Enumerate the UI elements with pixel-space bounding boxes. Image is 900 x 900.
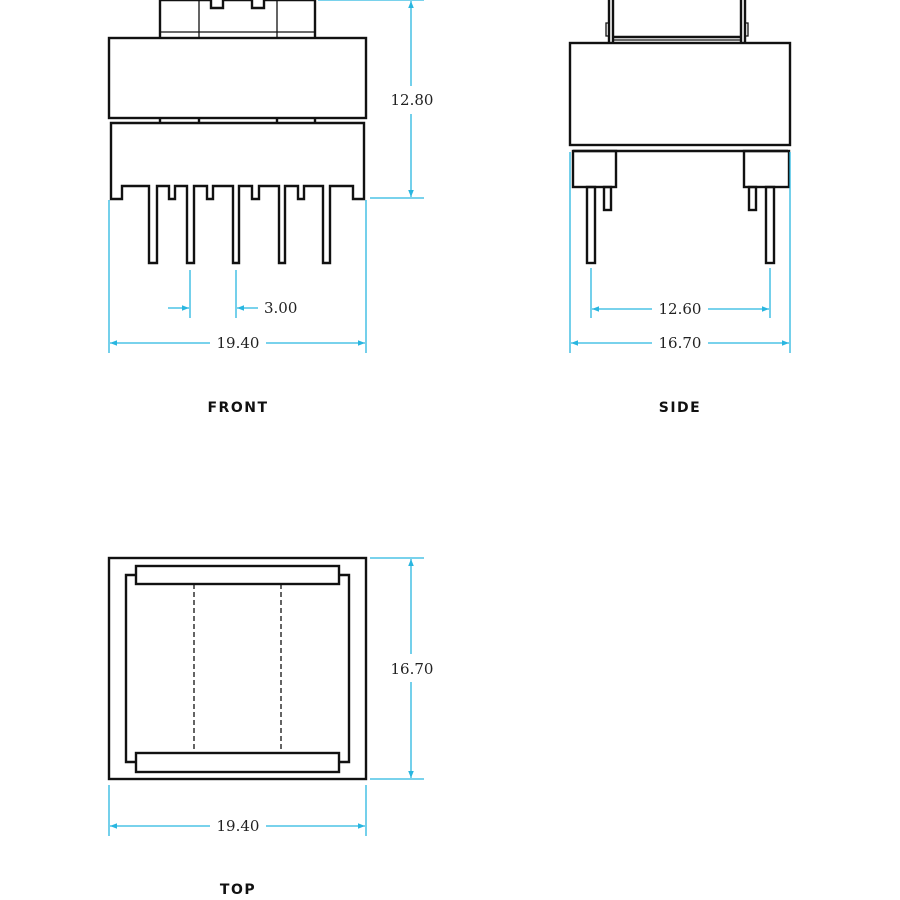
side-pin-right-short xyxy=(747,185,758,212)
front-gap-lines xyxy=(158,118,317,123)
side-pin-left-short xyxy=(602,185,613,212)
side-bobbin-tabs xyxy=(605,22,749,41)
side-width-value: 16.70 xyxy=(659,334,702,352)
front-view: 12.80 3.00 19.40 FRONT xyxy=(107,0,434,416)
side-pin-left-long xyxy=(585,185,597,265)
top-outer-core xyxy=(107,556,368,781)
side-width-extension-lines xyxy=(569,152,791,353)
top-view: 16.70 19.40 TOP xyxy=(107,556,434,898)
top-view-label: TOP xyxy=(220,882,256,898)
front-core xyxy=(107,36,368,120)
side-bobbin-frame xyxy=(607,0,747,43)
top-width-value: 19.40 xyxy=(217,817,260,835)
front-height-extension-lines xyxy=(318,0,424,199)
side-pin-span-extension-lines xyxy=(590,268,771,318)
top-depth-value: 16.70 xyxy=(391,660,434,678)
front-width-value: 19.40 xyxy=(217,334,260,352)
side-view: 12.60 16.70 SIDE xyxy=(568,0,792,416)
side-core xyxy=(568,41,792,147)
side-base-left xyxy=(571,149,618,189)
top-depth-extension-lines xyxy=(370,557,424,780)
top-width-extension-lines xyxy=(108,785,367,836)
front-pitch-extension-lines xyxy=(189,270,237,318)
front-height-value: 12.80 xyxy=(391,91,434,109)
front-base-with-pins xyxy=(109,121,366,265)
front-view-label: FRONT xyxy=(207,400,268,416)
top-inner-frame xyxy=(124,573,351,764)
side-view-label: SIDE xyxy=(659,400,701,416)
side-pin-span-value: 12.60 xyxy=(659,300,702,318)
side-base-right xyxy=(742,149,791,189)
front-pitch-value: 3.00 xyxy=(264,299,297,317)
side-pin-right-long xyxy=(764,185,776,265)
top-hidden-lines xyxy=(193,584,282,753)
front-width-extension-lines xyxy=(108,200,367,353)
top-bar-lower xyxy=(134,751,341,774)
top-bar-upper xyxy=(134,564,341,586)
front-bobbin-lines xyxy=(160,0,315,38)
